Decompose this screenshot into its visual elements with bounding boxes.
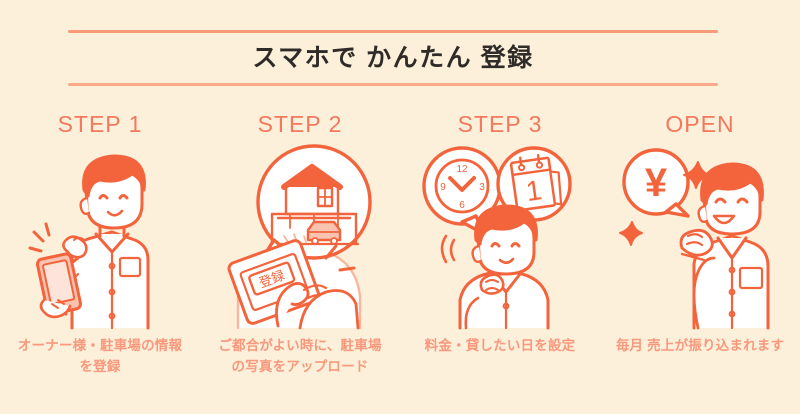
step-1-label: STEP 1 [57, 110, 143, 137]
open-label: OPEN [665, 110, 735, 137]
open-illustration: ¥ [608, 140, 793, 330]
step-2-caption: ご都合がよい時に、駐車場の写真をアップロード [218, 338, 382, 374]
step-2-illustration: 登録 [208, 140, 393, 330]
title-rule-top [68, 30, 718, 33]
clock-numeral-3: 3 [479, 182, 485, 193]
step-1-caption: オーナー様・駐車場の情報を登録 [17, 338, 183, 374]
step-column-3: STEP 3 12 3 6 9 [400, 108, 600, 414]
step-3-label: STEP 3 [457, 110, 543, 137]
yen-symbol: ¥ [644, 161, 667, 205]
title-rule-bottom [68, 83, 718, 86]
clock-numeral-6: 6 [459, 200, 465, 211]
title-block: スマホで かんたん 登録 [68, 30, 718, 86]
sparkle-icon [618, 221, 643, 246]
calendar-day-number: 1 [524, 174, 544, 207]
open-caption: 毎月 売上が振り込まれます [615, 338, 785, 353]
step-column-2: STEP 2 [200, 108, 400, 414]
step-1-illustration [8, 140, 193, 330]
step-column-4: OPEN ¥ [600, 108, 800, 414]
step-3-illustration: 12 3 6 9 1 [408, 140, 593, 330]
step-3-caption: 料金・貸したい日を設定 [424, 338, 576, 353]
step-column-1: STEP 1 [0, 108, 200, 414]
sparkle-icon [682, 161, 710, 189]
page-title: スマホで かんたん 登録 [252, 44, 534, 72]
step-2-label: STEP 2 [257, 110, 343, 137]
clock-numeral-12: 12 [456, 164, 468, 175]
steps-row: STEP 1 [0, 108, 800, 414]
clock-numeral-9: 9 [440, 182, 446, 193]
